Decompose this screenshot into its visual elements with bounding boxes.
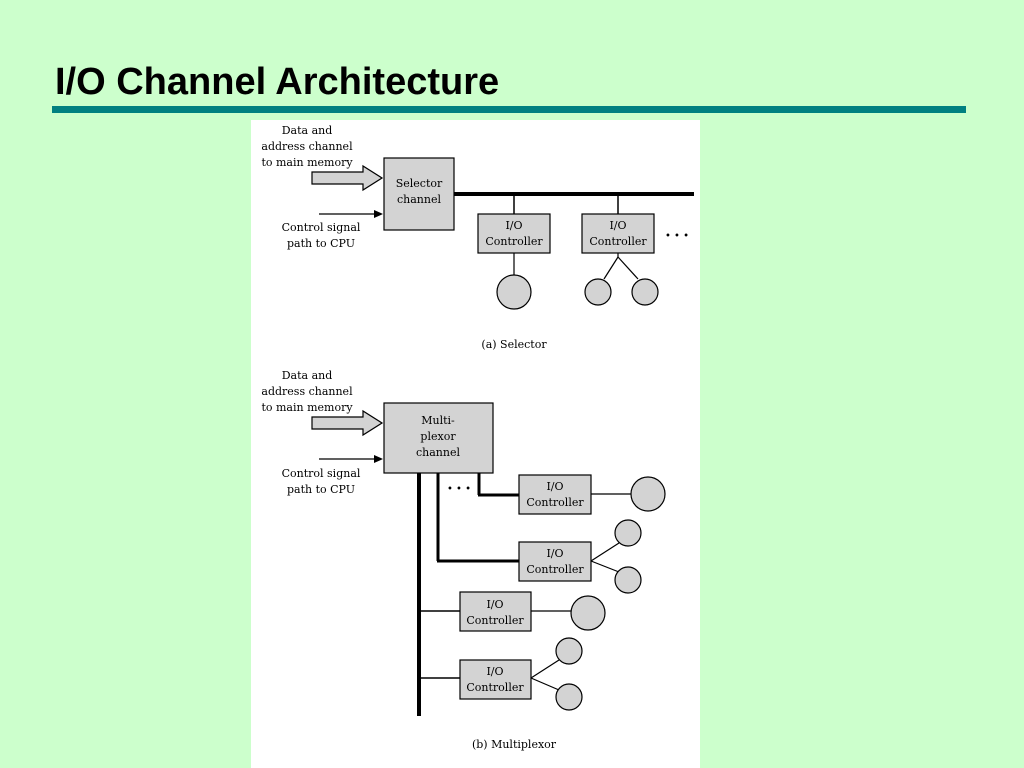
b-controller-3-label-line-1: I/O — [486, 598, 503, 611]
b-control-label-line-1: Control signal — [282, 467, 361, 480]
b-input-label-line-1: Data and — [282, 369, 333, 382]
b-control-label-line-2: path to CPU — [287, 483, 355, 496]
b-controller-2-branch-up — [590, 542, 620, 562]
b-channel-label-line-2: plexor — [420, 430, 456, 443]
b-controller-2-label-line-1: I/O — [546, 547, 563, 560]
a-data-path-arrow — [311, 164, 384, 192]
slide-title: I/O Channel Architecture — [55, 61, 500, 103]
a-control-arrow-head — [374, 210, 383, 218]
a-controller-2-label-line-1: I/O — [609, 219, 626, 232]
a-channel-label-line-1: Selector — [396, 177, 443, 190]
b-device-5 — [555, 637, 583, 665]
b-controller-4-label-line-1: I/O — [486, 665, 503, 678]
a-ellipsis: • • • — [665, 231, 689, 242]
b-io-controller-2 — [518, 541, 592, 582]
b-channel-label-line-1: Multi- — [421, 414, 455, 427]
a-control-label-line-1: Control signal — [282, 221, 361, 234]
b-device-6 — [555, 683, 583, 711]
b-device-1 — [630, 476, 666, 512]
b-io-controller-3 — [459, 591, 532, 632]
io-channel-figure: Data and address channel to main memory … — [251, 120, 700, 768]
b-io-controller-4 — [459, 659, 532, 700]
b-caption: (b) Multiplexor — [472, 738, 557, 751]
a-device-3 — [631, 278, 659, 306]
io-channel-diagram: Data and address channel to main memory … — [261, 124, 694, 751]
a-controller-1-label-line-1: I/O — [505, 219, 522, 232]
b-controller-3-label-line-2: Controller — [466, 614, 524, 627]
b-device-3 — [614, 566, 642, 594]
b-controller-4-branch-down — [530, 677, 560, 691]
multiplexor-diagram: Data and address channel to main memory … — [261, 369, 666, 751]
a-input-label-line-2: address channel — [261, 140, 353, 153]
a-input-label-line-1: Data and — [282, 124, 333, 137]
b-controller-4-label-line-2: Controller — [466, 681, 524, 694]
selector-diagram: Data and address channel to main memory … — [261, 124, 694, 351]
b-controller-2-branch-down — [590, 560, 620, 573]
title-divider — [52, 106, 966, 113]
a-device-1 — [496, 274, 532, 310]
b-controller-1-label-line-2: Controller — [526, 496, 584, 509]
a-controller-1-label-line-2: Controller — [485, 235, 543, 248]
b-data-path-arrow — [311, 409, 384, 437]
b-control-arrow-head — [374, 455, 383, 463]
a-controller-2-branch-right — [617, 256, 639, 280]
b-controller-1-label-line-1: I/O — [546, 480, 563, 493]
b-input-label-line-2: address channel — [261, 385, 353, 398]
b-controller-2-label-line-2: Controller — [526, 563, 584, 576]
a-control-label-line-2: path to CPU — [287, 237, 355, 250]
b-ellipsis: • • • — [447, 484, 471, 495]
b-device-2 — [614, 519, 642, 547]
b-channel-label-line-3: channel — [416, 446, 460, 459]
a-controller-2-branch-left — [603, 256, 619, 280]
b-controller-4-branch-up — [530, 659, 560, 679]
a-controller-2-label-line-2: Controller — [589, 235, 647, 248]
a-input-label-line-3: to main memory — [261, 156, 353, 169]
a-io-controller-2 — [581, 213, 655, 254]
a-caption: (a) Selector — [481, 338, 547, 351]
a-channel-label-line-2: channel — [397, 193, 441, 206]
multiplexor-channel-box — [383, 402, 494, 474]
b-input-label-line-3: to main memory — [261, 401, 353, 414]
b-device-4 — [570, 595, 606, 631]
a-device-2 — [584, 278, 612, 306]
